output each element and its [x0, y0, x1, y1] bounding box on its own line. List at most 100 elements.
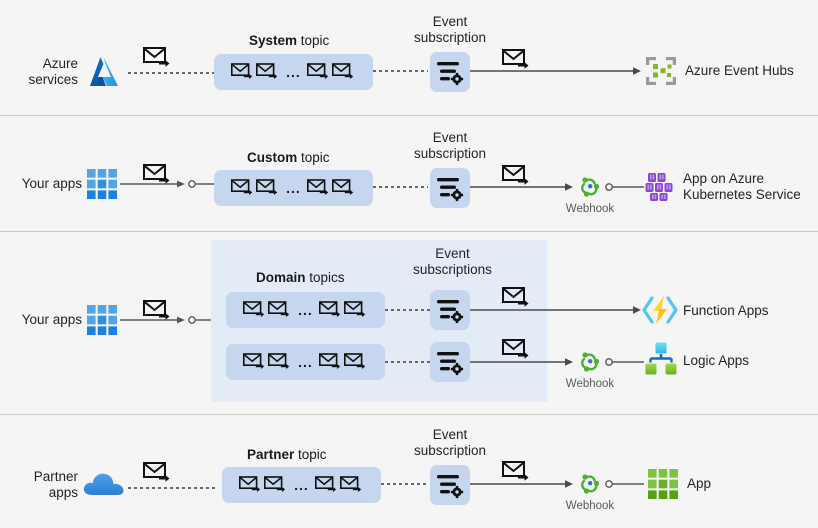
- destination-label-line1: App on Azure: [683, 171, 765, 186]
- topic-envelope-icon: [231, 63, 253, 79]
- logic-apps-icon: [645, 342, 677, 376]
- topic-envelope-icon: [314, 476, 337, 492]
- connector-subscription-2-to-webhook: [470, 356, 575, 368]
- topic-box-system: ...: [214, 54, 373, 90]
- destination-label-line2: Kubernetes Service: [683, 187, 801, 202]
- subscription-label-line2: subscription: [413, 30, 487, 45]
- azure-event-hubs-icon: [645, 56, 677, 86]
- connector-topic-to-subscription: [373, 65, 428, 77]
- source-label-line1: Partner: [33, 469, 78, 484]
- filter-gear-icon: [437, 62, 464, 86]
- subscription-label-line2: subscriptions: [413, 262, 492, 277]
- event-subscription-box[interactable]: [430, 465, 470, 505]
- topic-envelope-icon: [256, 63, 278, 79]
- filter-gear-icon: [437, 178, 464, 202]
- envelope-arrow-icon: [143, 163, 173, 187]
- topic-envelope-icon: [239, 476, 261, 492]
- envelope-arrow-icon: [502, 164, 532, 188]
- source-label-your-apps: Your apps: [2, 176, 82, 192]
- connector-topic-to-subscription: [381, 478, 429, 490]
- envelope-arrow-icon: [502, 460, 532, 484]
- connector-webhook-to-destination: [604, 180, 649, 194]
- subscription-label: Event subscriptions: [405, 246, 500, 278]
- row-divider-3: [0, 414, 818, 415]
- app-grid-blue-icon: [87, 305, 117, 335]
- topic-ellipsis: ...: [286, 64, 301, 80]
- destination-label-event-hubs: Azure Event Hubs: [685, 63, 815, 79]
- filter-gear-icon: [437, 475, 464, 499]
- topic-ellipsis: ...: [294, 477, 309, 493]
- topic-envelope-icon: [264, 476, 286, 492]
- webhook-label: Webhook: [565, 378, 615, 390]
- event-subscription-box[interactable]: [430, 52, 470, 92]
- source-label-line2: services: [28, 72, 78, 87]
- destination-label-function-apps: Function Apps: [683, 303, 813, 319]
- connector-source-to-domain: [120, 313, 220, 327]
- topic-title-rest: topic: [297, 33, 330, 48]
- subscription-label: Event subscription: [405, 14, 495, 46]
- envelope-arrow-icon: [502, 286, 532, 310]
- destination-label-line1: Azure Event Hubs: [685, 63, 794, 78]
- destination-label-logic-apps: Logic Apps: [683, 353, 813, 369]
- topic-envelope-icon: [339, 476, 362, 492]
- connector-domain-topic-2-to-subscription: [385, 356, 430, 368]
- filter-gear-icon: [437, 352, 464, 376]
- webhook-icon: [577, 348, 603, 374]
- topic-title-rest: topics: [305, 270, 345, 285]
- source-label-azure-services: Azure services: [8, 56, 78, 88]
- event-subscription-box[interactable]: [430, 168, 470, 208]
- cloud-icon: [82, 469, 126, 499]
- topic-box-domain-2: ...: [226, 344, 385, 380]
- row-partner-topic: Partner apps Partner topic: [0, 415, 818, 528]
- function-apps-icon: [642, 294, 678, 326]
- subscription-label: Event subscription: [405, 427, 495, 459]
- topic-title-partner: Partner topic: [247, 447, 327, 462]
- topic-box-partner: ...: [222, 467, 381, 503]
- connector-webhook-to-destination: [604, 477, 649, 491]
- row-divider-1: [0, 115, 818, 116]
- connector-topic-to-subscription: [373, 181, 428, 193]
- subscription-label-line2: subscription: [413, 443, 487, 458]
- filter-gear-icon: [437, 300, 464, 324]
- topic-envelope-icon: [231, 179, 253, 195]
- source-label-your-apps: Your apps: [2, 312, 82, 328]
- topic-title-bold: Domain: [256, 270, 306, 285]
- connector-subscription-to-webhook: [470, 181, 575, 193]
- topic-envelope-icon: [256, 179, 278, 195]
- destination-label-aks: App on Azure Kubernetes Service: [683, 171, 818, 203]
- destination-label-line1: Logic Apps: [683, 353, 750, 368]
- topic-envelope-icon: [343, 353, 366, 369]
- webhook-icon: [577, 470, 603, 496]
- topic-envelope-icon: [306, 179, 329, 195]
- topic-title-bold: System: [249, 33, 298, 48]
- topic-envelope-icon: [331, 179, 354, 195]
- destination-label-app: App: [687, 476, 807, 492]
- topic-envelope-icon: [268, 301, 290, 317]
- connector-subscription-1-to-function-apps: [470, 304, 642, 316]
- topic-box-custom: ...: [214, 170, 373, 206]
- topic-title-system: System topic: [249, 33, 329, 48]
- source-label-partner-apps: Partner apps: [8, 469, 78, 501]
- subscription-label: Event subscription: [405, 130, 495, 162]
- destination-label-line1: Function Apps: [683, 303, 769, 318]
- topic-title-domain: Domain topics: [256, 270, 345, 285]
- row-custom-topic: Your apps: [0, 116, 818, 231]
- topic-envelope-icon: [306, 63, 329, 79]
- connector-subscription-to-webhook: [470, 478, 575, 490]
- topic-title-custom: Custom topic: [247, 150, 330, 165]
- topic-envelope-icon: [268, 353, 290, 369]
- envelope-arrow-icon: [143, 299, 173, 323]
- event-subscription-box-2[interactable]: [430, 342, 470, 382]
- subscription-label-line1: Event: [432, 427, 468, 442]
- connector-subscription-to-destination: [470, 65, 642, 77]
- row-system-topic: Azure services: [0, 0, 818, 115]
- subscription-label-line1: Event: [435, 246, 470, 261]
- topic-envelope-icon: [243, 301, 265, 317]
- topic-box-domain-1: ...: [226, 292, 385, 328]
- destination-label-line1: App: [687, 476, 712, 491]
- connector-source-to-topic: [128, 60, 223, 82]
- webhook-label: Webhook: [565, 500, 615, 512]
- event-subscription-box-1[interactable]: [430, 290, 470, 330]
- envelope-arrow-icon: [502, 338, 532, 362]
- row-domain-topics: Your apps Dom: [0, 232, 818, 414]
